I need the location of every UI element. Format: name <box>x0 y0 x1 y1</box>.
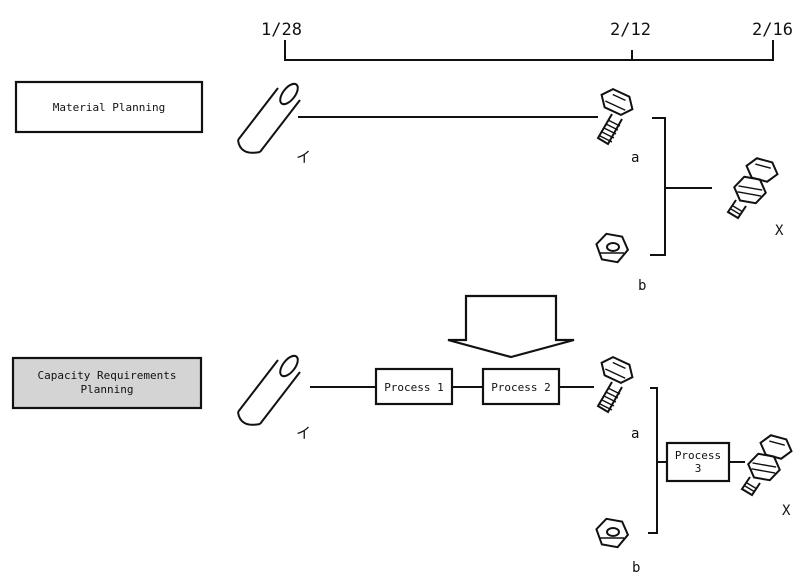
capacity-planning-label-line1: Capacity Requirements <box>37 369 176 382</box>
product-label: X <box>775 223 784 239</box>
part-a-label: a <box>631 150 639 166</box>
assembly-bracket <box>648 388 667 533</box>
timeline: 1/28 2/12 2/16 <box>261 20 793 60</box>
process-3-label-line2: 3 <box>695 462 702 475</box>
process-2-label: Process 2 <box>491 381 551 394</box>
timeline-start-label: 1/28 <box>261 20 302 40</box>
bolt-icon <box>597 86 636 144</box>
down-arrow-icon <box>448 296 574 357</box>
pipe-icon <box>238 353 301 425</box>
pipe-icon <box>238 81 301 153</box>
raw-material-label: イ <box>296 148 311 166</box>
raw-material-label: イ <box>296 424 311 442</box>
part-b-label: b <box>638 278 646 294</box>
process-3-label-line1: Process <box>675 449 721 462</box>
capacity-planning-label-line2: Planning <box>81 383 134 396</box>
timeline-mid-label: 2/12 <box>610 20 651 40</box>
material-planning-label: Material Planning <box>53 101 166 114</box>
timeline-end-label: 2/16 <box>752 20 793 40</box>
capacity-planning-section: Capacity Requirements Planning イ Process… <box>13 353 794 574</box>
process-1-label: Process 1 <box>384 381 444 394</box>
material-planning-section: Material Planning イ a b X <box>16 81 784 294</box>
bolt-nut-assembly-icon <box>742 433 794 495</box>
bolt-nut-assembly-icon <box>728 156 780 218</box>
part-b-label: b <box>632 560 640 574</box>
nut-icon <box>594 232 630 263</box>
product-label: X <box>782 503 791 519</box>
bolt-icon <box>597 354 636 412</box>
timeline-axis <box>285 40 773 60</box>
assembly-bracket <box>650 118 712 255</box>
nut-icon <box>594 517 630 548</box>
part-a-label: a <box>631 426 639 442</box>
